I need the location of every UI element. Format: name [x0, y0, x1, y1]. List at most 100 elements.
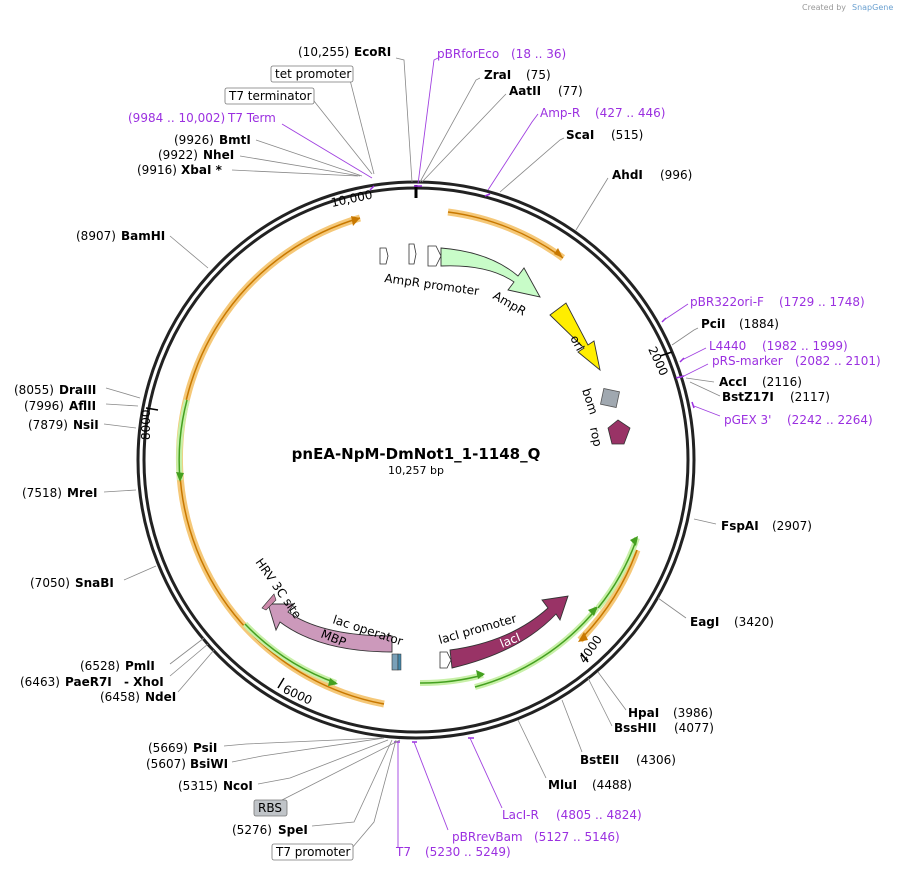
- feature-ori[interactable]: [549, 302, 601, 372]
- primer-pbrforeco[interactable]: pBRforEco: [437, 47, 499, 61]
- site-ahdi-pos: (996): [660, 168, 692, 182]
- site-snabi[interactable]: SnaBI: [75, 576, 114, 590]
- site-psii[interactable]: PsiI: [193, 741, 217, 755]
- box-rbs[interactable]: [253, 799, 288, 817]
- site-bsiwi[interactable]: BsiWI: [190, 757, 228, 771]
- site-pmli[interactable]: PmlI: [125, 659, 155, 673]
- box-t7-promoter[interactable]: [271, 843, 354, 861]
- site-ncoi[interactable]: NcoI: [223, 779, 253, 793]
- site-xbai[interactable]: XbaI *: [181, 163, 223, 177]
- feature-ampr-promoter-label: AmpR promoter: [384, 271, 480, 298]
- green-arc-laci-line: [474, 607, 598, 688]
- box-t7-terminator[interactable]: [224, 87, 315, 105]
- site-ndei-pos: (6458): [100, 690, 140, 704]
- site-bamhi[interactable]: BamHI: [121, 229, 165, 243]
- site-bsteii[interactable]: BstEII: [580, 753, 619, 767]
- site-aflii[interactable]: AflII: [69, 399, 96, 413]
- site-ncoi-pos: (5315): [178, 779, 218, 793]
- site-eagi[interactable]: EagI: [690, 615, 719, 629]
- site-nhei[interactable]: NheI: [203, 148, 234, 162]
- site-paer7i-pos: (6463): [20, 675, 60, 689]
- site-xhoi[interactable]: - XhoI: [124, 675, 164, 689]
- primer-pgex3-range: (2242 .. 2264): [787, 413, 873, 427]
- feature-bom[interactable]: [600, 388, 620, 408]
- primer-ampr-range: (427 .. 446): [595, 106, 665, 120]
- primer-pbr322ori-range: (1729 .. 1748): [779, 295, 865, 309]
- watermark-prefix: Created by: [802, 3, 846, 12]
- primer-leaders: [281, 57, 721, 848]
- primer-pbrrevbam[interactable]: pBRrevBam: [452, 830, 523, 844]
- site-acci-pos: (2116): [762, 375, 802, 389]
- site-ecori[interactable]: EcoRI: [354, 45, 391, 59]
- backbone-outer-ring: [136, 180, 696, 740]
- primer-prsmarker[interactable]: pRS-marker: [712, 354, 783, 368]
- primer-t7-range: (5230 .. 5249): [425, 845, 511, 859]
- site-mrei[interactable]: MreI: [67, 486, 97, 500]
- ruler-label-2000: 2000: [645, 344, 671, 378]
- primer-t7[interactable]: T7: [395, 845, 411, 859]
- site-aatii-pos: (77): [558, 84, 583, 98]
- site-hpai[interactable]: HpaI: [628, 706, 659, 720]
- orf-arc-top-line: [447, 211, 564, 259]
- feature-laci-promoter-arrow[interactable]: [439, 651, 452, 669]
- site-bstz17i[interactable]: BstZ17I: [722, 390, 774, 404]
- feature-bom-label: bom: [579, 387, 601, 417]
- site-fspai[interactable]: FspAI: [721, 519, 759, 533]
- box-tet-promoter[interactable]: [270, 65, 354, 83]
- watermark-brand: SnapGene: [852, 3, 893, 12]
- site-ecori-pos: (10,255): [298, 45, 349, 59]
- green-arc-left-head: [176, 472, 184, 482]
- site-paer7i[interactable]: PaeR7I: [65, 675, 112, 689]
- site-scai[interactable]: ScaI: [566, 128, 594, 142]
- feature-laci[interactable]: [449, 595, 569, 669]
- site-nsii[interactable]: NsiI: [73, 418, 99, 432]
- site-mlui[interactable]: MluI: [548, 778, 577, 792]
- feature-rop[interactable]: [607, 419, 631, 445]
- site-draiii-pos: (8055): [14, 383, 54, 397]
- site-draiii[interactable]: DraIII: [59, 383, 96, 397]
- green-arc-bottom-line: [244, 623, 337, 684]
- box-tet-promoter-label: tet promoter: [275, 67, 351, 81]
- feature-ampr[interactable]: [440, 247, 541, 298]
- site-bmti[interactable]: BmtI: [219, 133, 251, 147]
- site-hpai-pos: (3986): [673, 706, 713, 720]
- site-aatii[interactable]: AatII: [509, 84, 541, 98]
- primer-t7term[interactable]: T7 Term: [227, 111, 276, 125]
- site-psii-pos: (5669): [148, 741, 188, 755]
- ruler-label-8000: 8000: [139, 409, 153, 440]
- primer-mark-pgex3: [691, 401, 695, 409]
- green-arc-right-head: [630, 536, 638, 546]
- primer-l4440[interactable]: L4440: [709, 339, 746, 353]
- site-acci[interactable]: AccI: [719, 375, 747, 389]
- feature-lac-operator-b[interactable]: [397, 653, 402, 671]
- primer-laci-r[interactable]: LacI-R: [502, 808, 539, 822]
- site-nsii-pos: (7879): [28, 418, 68, 432]
- feature-mbp[interactable]: [267, 603, 393, 653]
- feature-ampr-promoter-arrow[interactable]: [427, 245, 442, 267]
- site-bsshii[interactable]: BssHII: [614, 721, 656, 735]
- primer-mark-t7term: [369, 185, 375, 191]
- primer-pgex3[interactable]: pGEX 3': [724, 413, 771, 427]
- primer-ampr[interactable]: Amp-R: [540, 106, 580, 120]
- site-ahdi[interactable]: AhdI: [612, 168, 643, 182]
- box-t7-terminator-label: T7 terminator: [228, 89, 312, 103]
- site-bsiwi-pos: (5607): [146, 757, 186, 771]
- feature-hrv-3c-site[interactable]: [261, 593, 277, 611]
- feature-small-arrow-1[interactable]: [379, 247, 389, 265]
- primer-pbrrevbam-range: (5127 .. 5146): [534, 830, 620, 844]
- primer-pbr322ori[interactable]: pBR322ori-F: [690, 295, 764, 309]
- site-zrai[interactable]: ZraI: [484, 68, 511, 82]
- orf-arc-right-line: [579, 549, 638, 641]
- green-arc-bottom-head: [328, 678, 338, 686]
- site-leaders: [103, 57, 721, 849]
- feature-rop-label: rop: [587, 426, 605, 448]
- primer-pbrforeco-range: (18 .. 36): [511, 47, 566, 61]
- ruler-tick-4000: [580, 652, 589, 663]
- feature-lac-operator[interactable]: [391, 653, 399, 671]
- site-bstz17i-pos: (2117): [790, 390, 830, 404]
- site-ndei[interactable]: NdeI: [145, 690, 176, 704]
- primer-t7term-range: (9984 .. 10,002): [128, 111, 225, 125]
- feature-small-arrow-2[interactable]: [408, 243, 417, 265]
- site-pcii[interactable]: PciI: [701, 317, 726, 331]
- site-spei[interactable]: SpeI: [278, 823, 308, 837]
